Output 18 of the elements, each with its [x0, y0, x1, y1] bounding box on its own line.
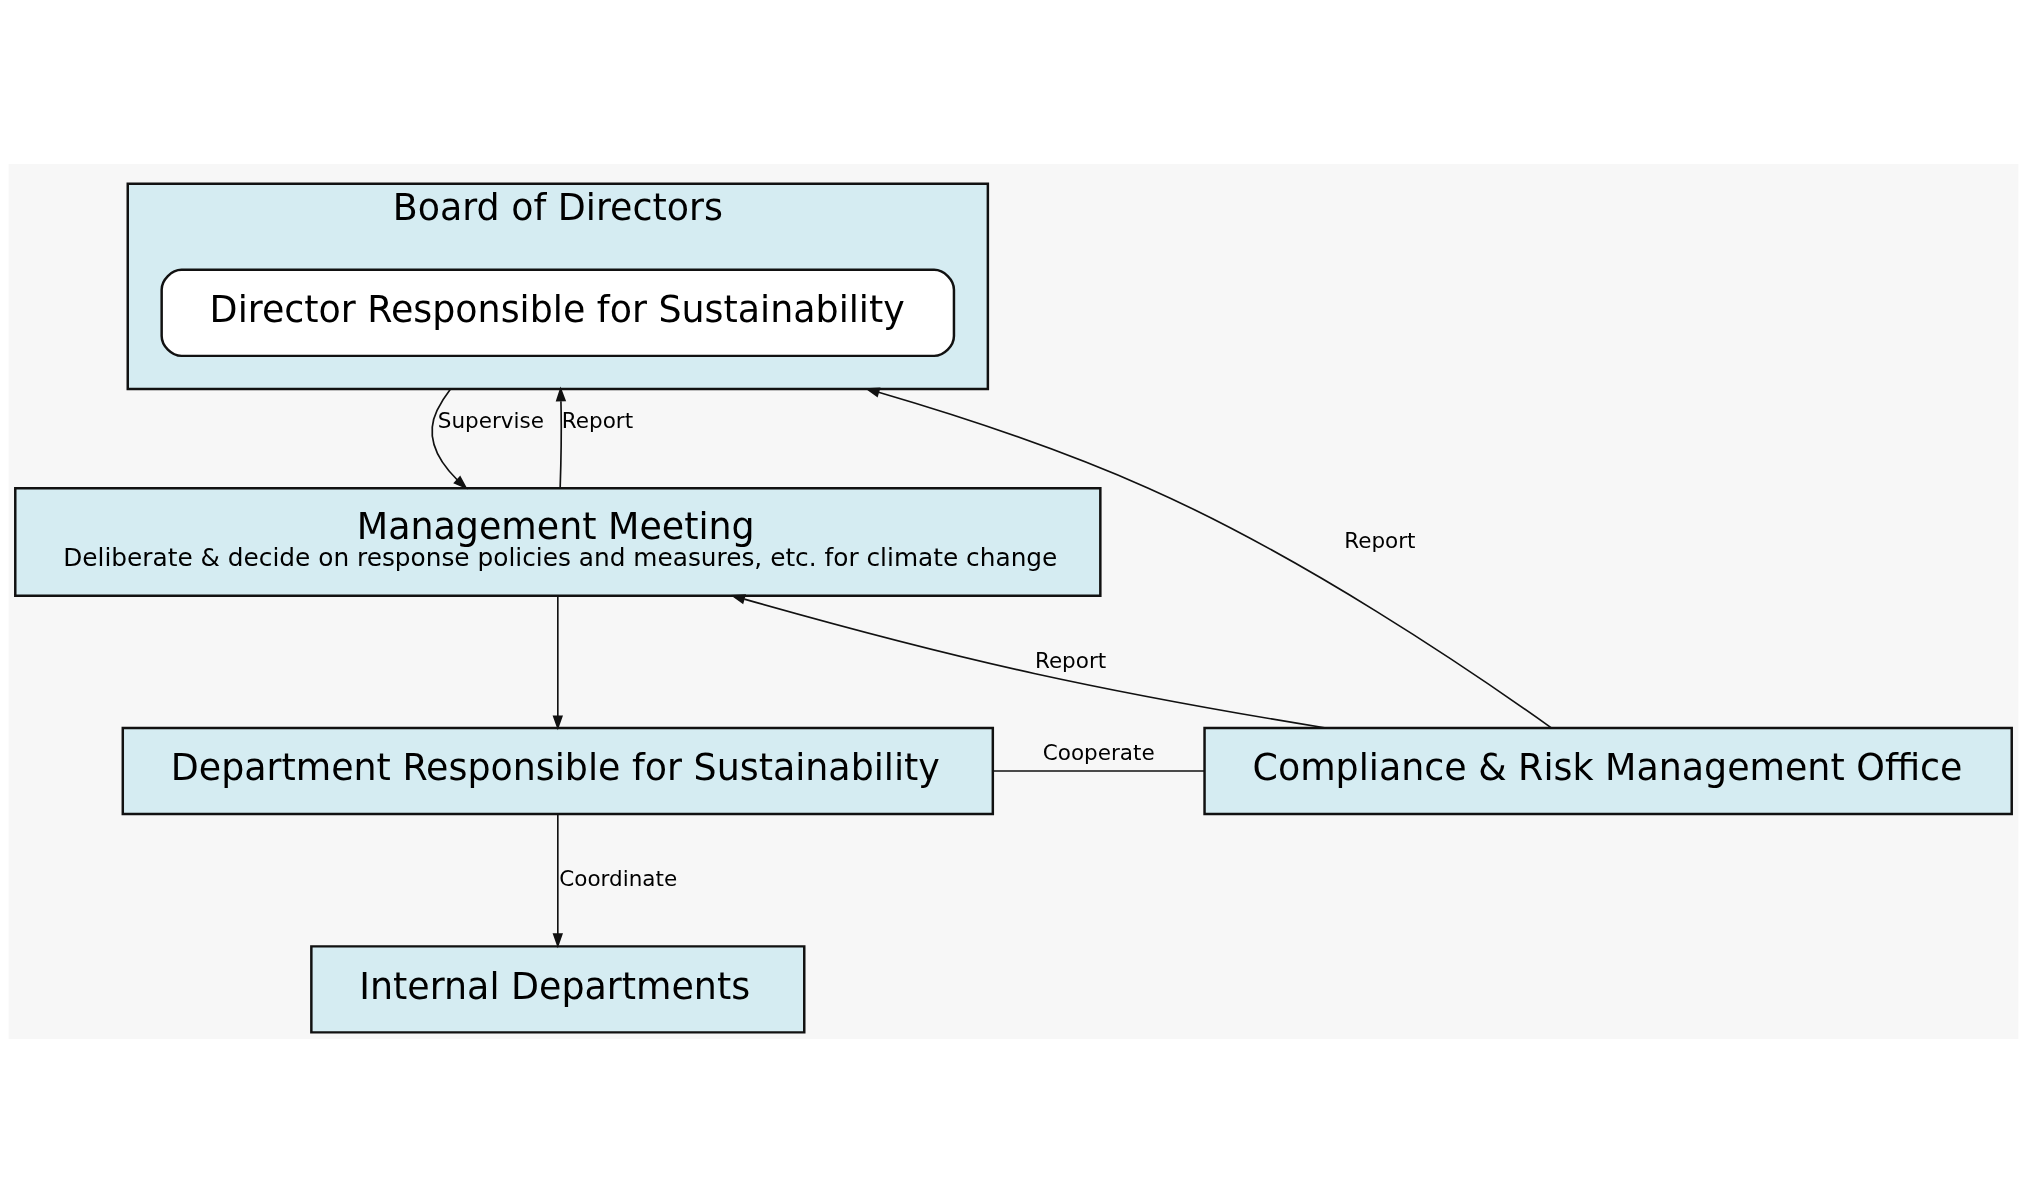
arrow	[552, 812, 564, 948]
arrow	[552, 594, 564, 730]
arrow	[431, 387, 468, 489]
node-box: Internal Departments	[310, 944, 806, 1034]
edge-label: Supervise	[437, 407, 544, 433]
edge-label: Cooperate	[1042, 739, 1155, 765]
edge-label: Report	[561, 407, 634, 433]
arrow	[730, 593, 1327, 729]
edge-label: Report	[1344, 527, 1416, 553]
edge-label: Coordinate	[559, 865, 678, 891]
arrow	[555, 385, 567, 489]
arrow	[864, 386, 1553, 729]
node-box: Department Responsible for Sustainability	[121, 726, 995, 815]
connector	[992, 769, 1205, 772]
node-box: Director Responsible for Sustainability	[160, 268, 956, 357]
edge-label: Report	[1034, 647, 1107, 672]
node-box: Management Meeting Deliberate & decide on response policies and measures, etc. for climate change	[14, 486, 1102, 597]
node-box: Compliance & Risk Management Office	[1203, 726, 2013, 815]
